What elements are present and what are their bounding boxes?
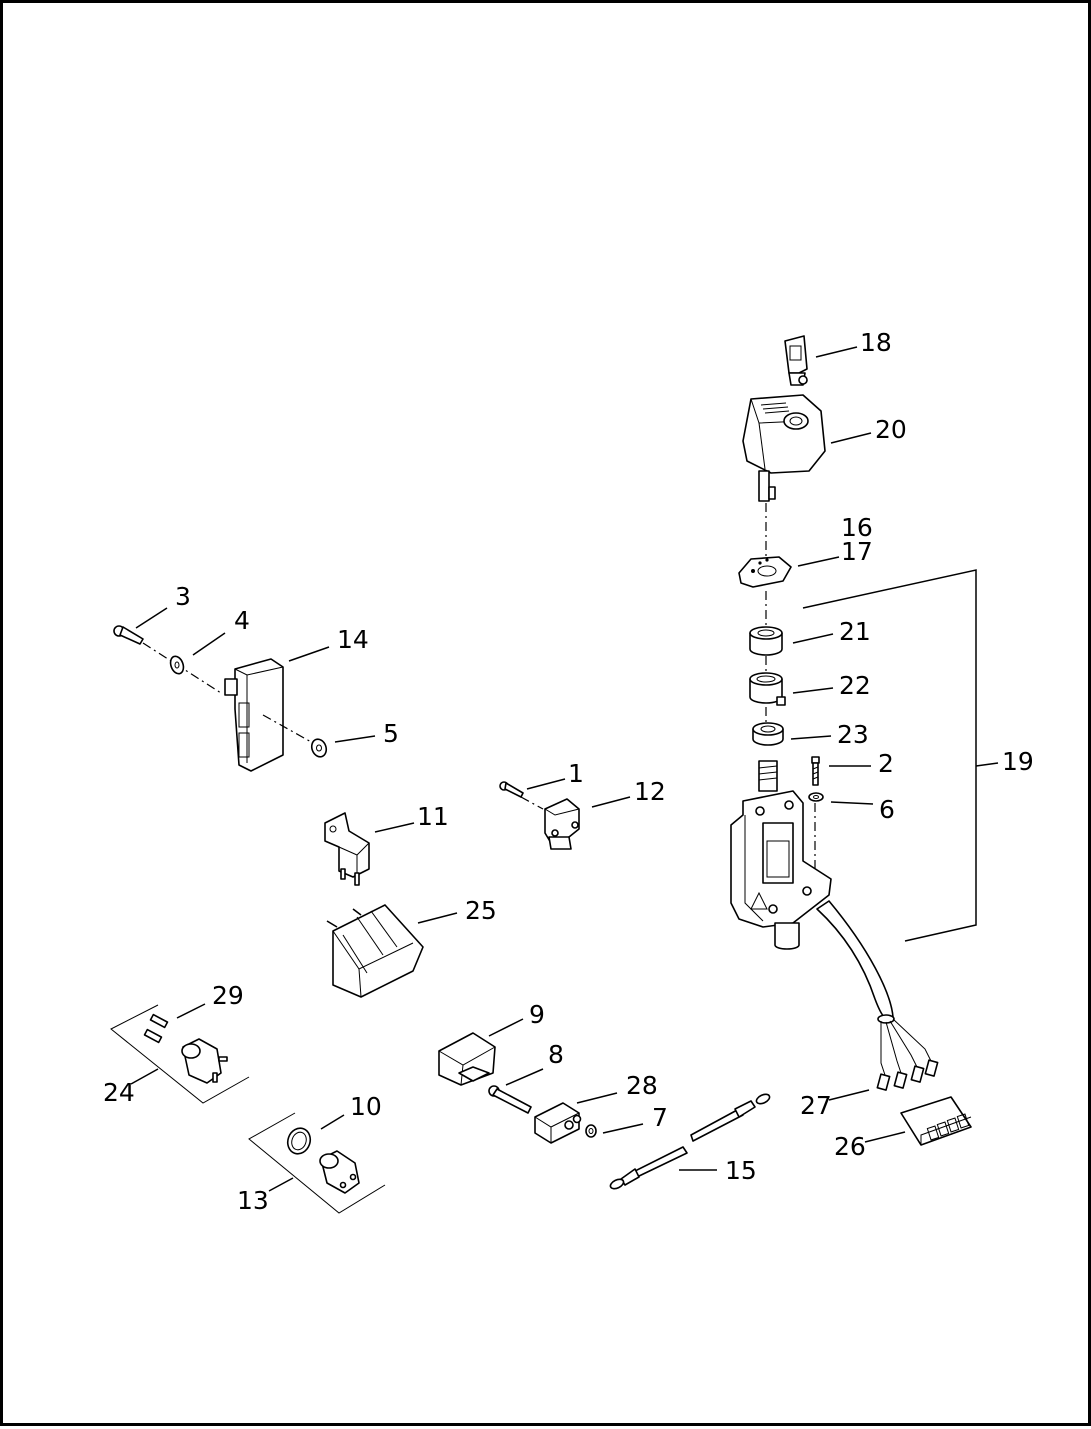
leader-17 xyxy=(797,556,840,567)
callout-27: 27 xyxy=(800,1091,832,1120)
connector-part-26 xyxy=(900,1096,972,1146)
leader-24 xyxy=(130,1068,159,1085)
leader-4 xyxy=(192,632,226,656)
washer-part-23 xyxy=(752,722,784,746)
callout-16: 16 xyxy=(841,513,873,542)
leader-lines xyxy=(130,346,999,1192)
callout-8: 8 xyxy=(548,1040,564,1069)
panel-part-24 xyxy=(110,1004,250,1104)
callout-11: 11 xyxy=(417,802,449,831)
leader-26 xyxy=(864,1131,906,1143)
leader-29 xyxy=(176,1003,206,1019)
leader-28 xyxy=(576,1092,618,1104)
leader-23 xyxy=(790,735,832,740)
callout-22: 22 xyxy=(839,671,871,700)
leader-13 xyxy=(268,1177,294,1192)
leader-12 xyxy=(591,796,631,808)
axis-line-1-12 xyxy=(520,796,544,810)
callout-10: 10 xyxy=(350,1092,382,1121)
callout-6: 6 xyxy=(879,795,895,824)
key-part-18 xyxy=(784,335,808,386)
leader-20 xyxy=(830,432,872,444)
circuit-breaker-part-28 xyxy=(534,1102,582,1144)
bolt-part-1 xyxy=(499,781,524,798)
callout-24: 24 xyxy=(103,1078,135,1107)
leader-1 xyxy=(526,778,566,790)
leader-19 xyxy=(975,762,999,767)
callout-23: 23 xyxy=(837,720,869,749)
callout-7: 7 xyxy=(652,1103,668,1132)
callout-15: 15 xyxy=(725,1156,757,1185)
leader-18 xyxy=(815,346,858,358)
fuse-part-8 xyxy=(488,1085,532,1114)
callout-20: 20 xyxy=(875,415,907,444)
leader-8 xyxy=(505,1068,544,1086)
bolt-part-3 xyxy=(113,625,144,645)
relay-part-11 xyxy=(324,812,370,886)
nut-part-21 xyxy=(749,626,783,656)
callout-9: 9 xyxy=(529,1000,545,1029)
collar-part-22 xyxy=(749,672,786,706)
leader-3 xyxy=(135,607,168,629)
callout-29: 29 xyxy=(212,981,244,1010)
callout-13: 13 xyxy=(237,1186,269,1215)
callout-5: 5 xyxy=(383,719,399,748)
washer-part-6 xyxy=(808,792,824,802)
callout-21: 21 xyxy=(839,617,871,646)
callout-12: 12 xyxy=(634,777,666,806)
callout-3: 3 xyxy=(175,582,191,611)
leader-10 xyxy=(320,1114,345,1130)
washer-part-5 xyxy=(310,738,328,758)
callout-26: 26 xyxy=(834,1132,866,1161)
ignition-cap-part-20 xyxy=(742,394,826,502)
leader-14 xyxy=(288,646,330,662)
screw-part-2 xyxy=(811,756,820,786)
callout-1: 1 xyxy=(568,759,584,788)
module-part-14 xyxy=(224,658,284,772)
callout-2: 2 xyxy=(878,749,894,778)
nut-part-7 xyxy=(585,1124,597,1138)
callout-18: 18 xyxy=(860,328,892,357)
leader-22 xyxy=(792,687,834,694)
wiring-harness xyxy=(816,900,939,1091)
switch-plate-part-16-17 xyxy=(738,556,792,588)
cable-part-15 xyxy=(609,1093,771,1190)
switch-body-part-19 xyxy=(730,760,832,950)
callout-17: 17 xyxy=(841,537,873,566)
callout-14: 14 xyxy=(337,625,369,654)
leader-11 xyxy=(374,822,415,833)
callout-25: 25 xyxy=(465,896,497,925)
leader-6 xyxy=(830,801,874,805)
panel-part-13 xyxy=(248,1112,386,1214)
holder-part-25 xyxy=(326,904,424,998)
bracket-19 xyxy=(802,569,977,942)
exploded-parts-diagram xyxy=(110,335,999,1214)
leader-7 xyxy=(602,1123,644,1134)
callout-19: 19 xyxy=(1002,747,1034,776)
bracket-part-12 xyxy=(544,798,580,850)
leader-9 xyxy=(488,1018,524,1037)
callout-4: 4 xyxy=(234,606,250,635)
leader-27 xyxy=(828,1089,870,1101)
callout-28: 28 xyxy=(626,1071,658,1100)
leader-5 xyxy=(334,735,376,743)
leader-21 xyxy=(792,633,834,644)
leader-25 xyxy=(417,912,458,924)
washer-part-4 xyxy=(169,655,185,675)
cover-part-9 xyxy=(438,1032,496,1086)
